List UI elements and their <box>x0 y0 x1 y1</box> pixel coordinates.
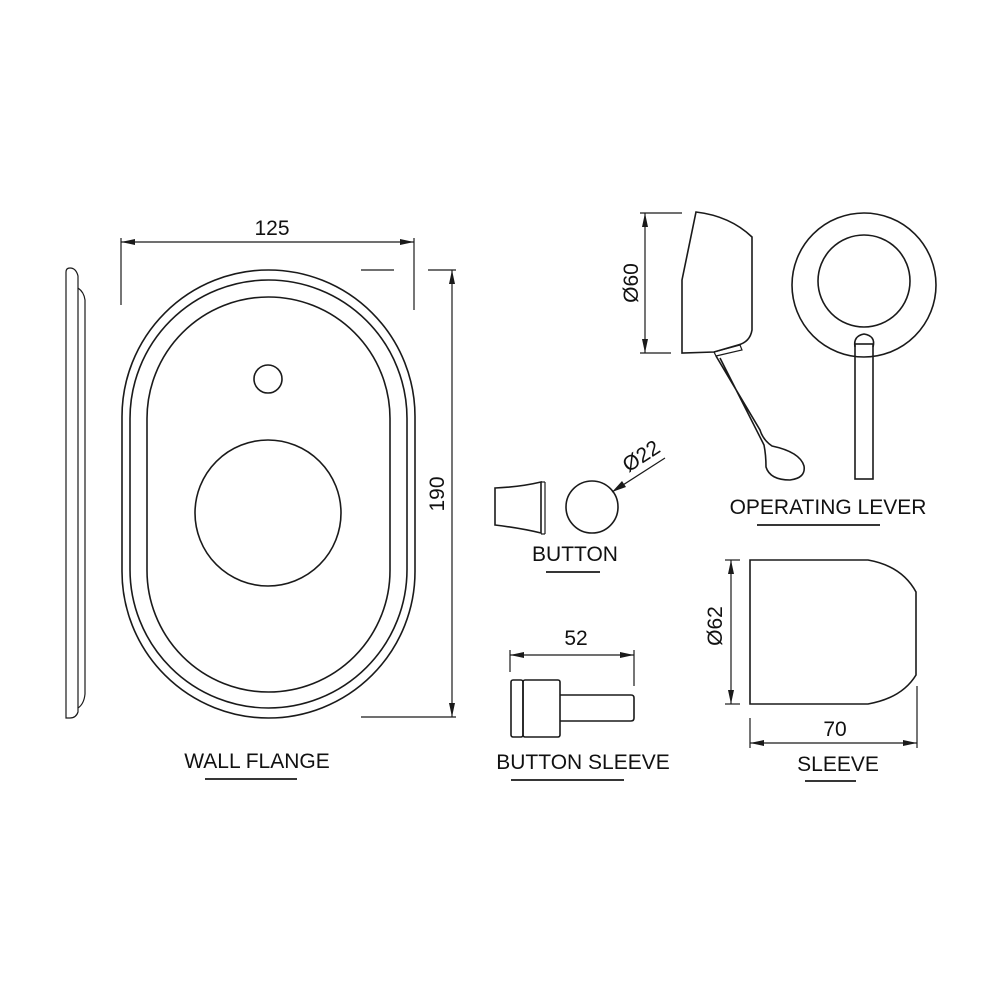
button-sleeve-flange <box>510 679 524 738</box>
arrow-icon <box>449 703 455 717</box>
wall-flange-outer-outline <box>121 269 416 719</box>
button-sleeve-component: 52 BUTTON SLEEVE <box>496 627 670 781</box>
wall-flange-inner-outline <box>146 296 391 693</box>
arrow-icon <box>612 481 626 492</box>
dim-height-190: 190 <box>426 476 449 511</box>
arrow-icon <box>642 339 648 353</box>
operating-lever-label: OPERATING LEVER <box>730 496 927 519</box>
sleeve-profile <box>749 559 917 705</box>
dim-width-125: 125 <box>254 217 289 240</box>
dim-diameter-62: Ø62 <box>704 606 727 646</box>
button-front-view <box>565 480 619 534</box>
dim-diameter-60: Ø60 <box>620 263 643 303</box>
arrow-icon <box>728 690 734 704</box>
arrow-icon <box>121 239 135 245</box>
button-component: Ø22 BUTTON <box>494 436 666 573</box>
lever-side-collar <box>713 344 743 357</box>
button-sleeve-label: BUTTON SLEEVE <box>496 751 670 774</box>
lever-front-collar <box>853 333 875 348</box>
lever-front-handle <box>854 343 874 480</box>
operating-lever-component: Ø60 OPERATING LEVER <box>620 211 937 526</box>
dim-length-70: 70 <box>823 718 846 741</box>
wall-flange-label: WALL FLANGE <box>184 750 329 773</box>
lever-front-outer-ring <box>791 212 937 358</box>
arrow-icon <box>620 652 634 658</box>
dim-length-52: 52 <box>564 627 587 650</box>
lever-side-handle <box>715 355 806 481</box>
arrow-icon <box>449 270 455 284</box>
button-sleeve-body <box>522 679 561 738</box>
wall-flange-small-hole <box>253 364 283 394</box>
button-sleeve-stem <box>560 694 635 722</box>
arrow-icon <box>510 652 524 658</box>
lever-front-inner-ring <box>817 234 911 328</box>
wall-flange-middle-outline <box>129 279 408 709</box>
sleeve-label: SLEEVE <box>797 753 879 776</box>
button-side-view <box>494 480 542 535</box>
arrow-icon <box>642 213 648 227</box>
sleeve-component: Ø62 70 SLEEVE <box>704 559 918 782</box>
arrow-icon <box>750 740 764 746</box>
wall-flange-main-hole <box>194 439 342 587</box>
arrow-icon <box>903 740 917 746</box>
wall-flange-side-profile <box>65 267 86 719</box>
lever-side-body <box>681 211 753 354</box>
wall-flange: 125 190 WALL FLANGE <box>65 217 456 780</box>
arrow-icon <box>400 239 414 245</box>
dim-diameter-22: Ø22 <box>619 436 665 477</box>
arrow-icon <box>728 560 734 574</box>
button-label: BUTTON <box>532 543 618 566</box>
